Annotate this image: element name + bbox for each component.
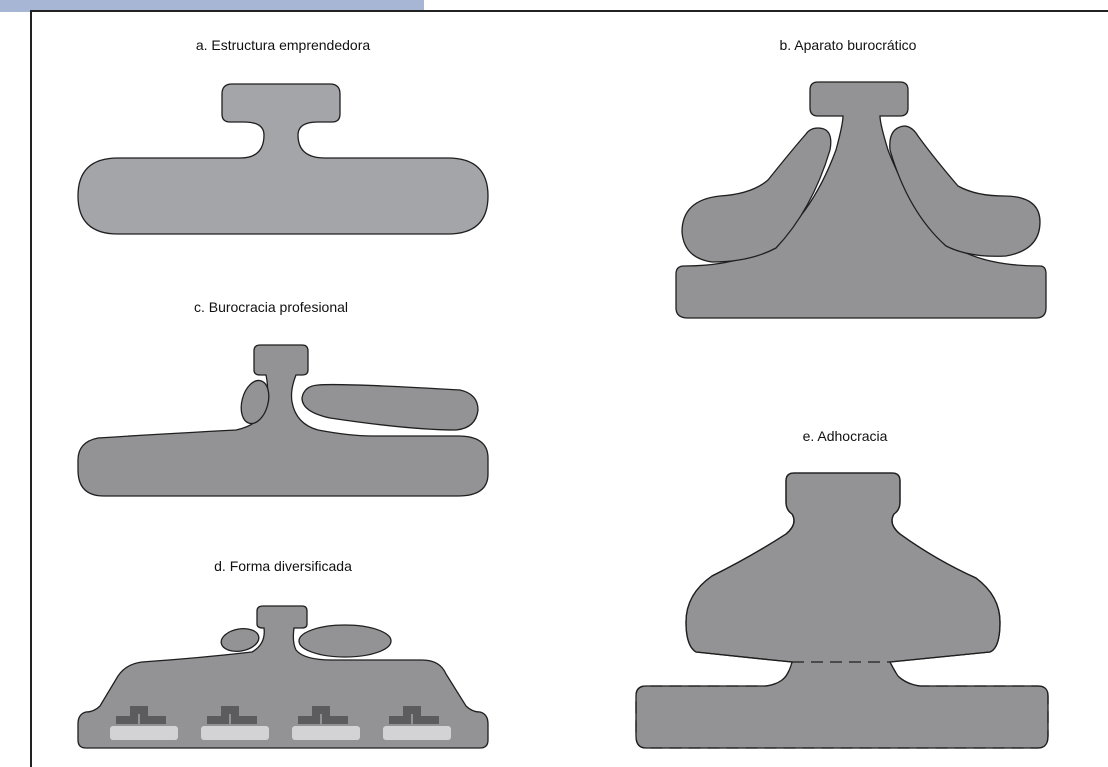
- panel-d-diversified-form: d. Forma diversificada: [78, 558, 488, 748]
- division-base: [292, 726, 360, 740]
- entrepreneurial-shape: [78, 84, 488, 234]
- panel-b-label: b. Aparato burocrático: [780, 37, 917, 53]
- panel-d-label: d. Forma diversificada: [214, 558, 352, 574]
- panel-c-label: c. Burocracia profesional: [194, 299, 348, 315]
- division-base: [110, 726, 178, 740]
- panel-c-professional-bureaucracy: c. Burocracia profesional: [78, 299, 488, 496]
- adhocracy-upper-shape: [636, 473, 1048, 748]
- division-base: [201, 726, 269, 740]
- professional-right-support-staff: [302, 385, 478, 430]
- panel-a-label: a. Estructura emprendedora: [196, 37, 371, 53]
- division-base: [383, 726, 451, 740]
- panel-a-entrepreneurial-structure: a. Estructura emprendedora: [78, 37, 488, 234]
- diversified-right-support-staff: [299, 625, 391, 657]
- panel-e-label: e. Adhocracia: [803, 428, 888, 444]
- panel-b-machine-bureaucracy: b. Aparato burocrático: [676, 37, 1046, 318]
- panel-e-adhocracy: e. Adhocracia: [636, 428, 1048, 748]
